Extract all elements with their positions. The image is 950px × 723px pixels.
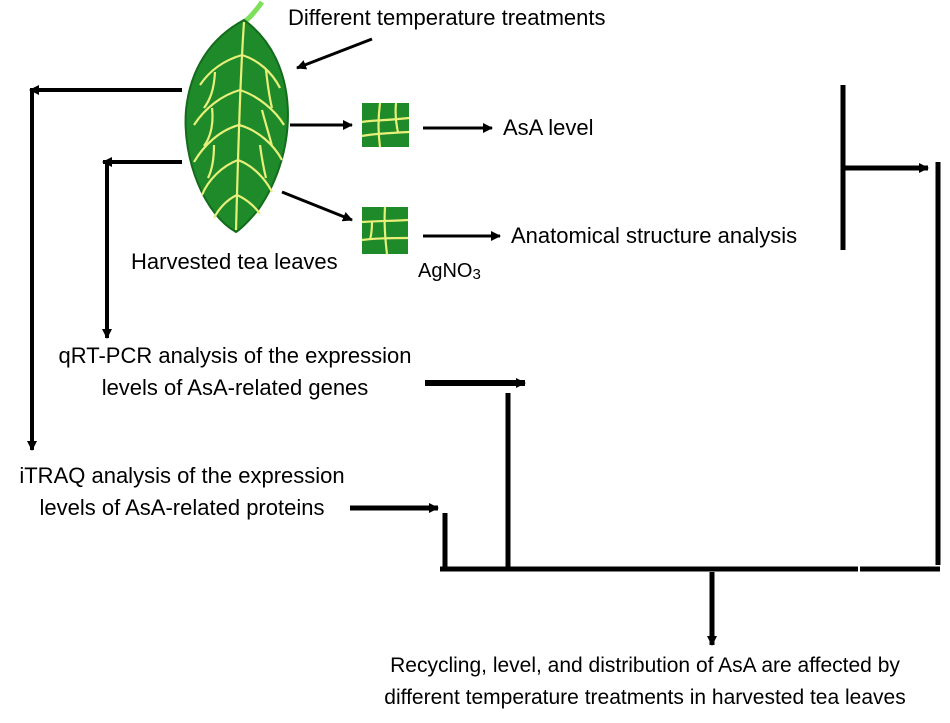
itraq-line2: levels of AsA-related proteins [39,495,325,520]
anatomical-label: Anatomical structure analysis [511,223,798,248]
qrt-line2: levels of AsA-related genes [101,375,369,400]
asa-level-label: AsA level [503,115,594,140]
result-line2: different temperature treatments in harv… [384,686,906,709]
qrt-line1: qRT-PCR analysis of the expression [58,343,412,368]
temperature-label: Different temperature treatments [288,5,606,30]
leaf-sample-icon [361,102,410,148]
result-label: Recycling, level, and distribution of As… [340,652,950,712]
result-line1: Recycling, level, and distribution of As… [390,654,900,677]
itraq-line1: iTRAQ analysis of the expression [19,463,345,488]
harvested-label: Harvested tea leaves [131,249,338,274]
connector-lines [27,37,941,646]
leaf-sample-icon [361,206,409,255]
qrt-pcr-label: qRT-PCR analysis of the expression level… [45,342,425,402]
itraq-label: iTRAQ analysis of the expression levels … [2,462,362,522]
agno3-label: AgNO3 [418,260,481,283]
tea-leaf-icon [184,0,289,234]
